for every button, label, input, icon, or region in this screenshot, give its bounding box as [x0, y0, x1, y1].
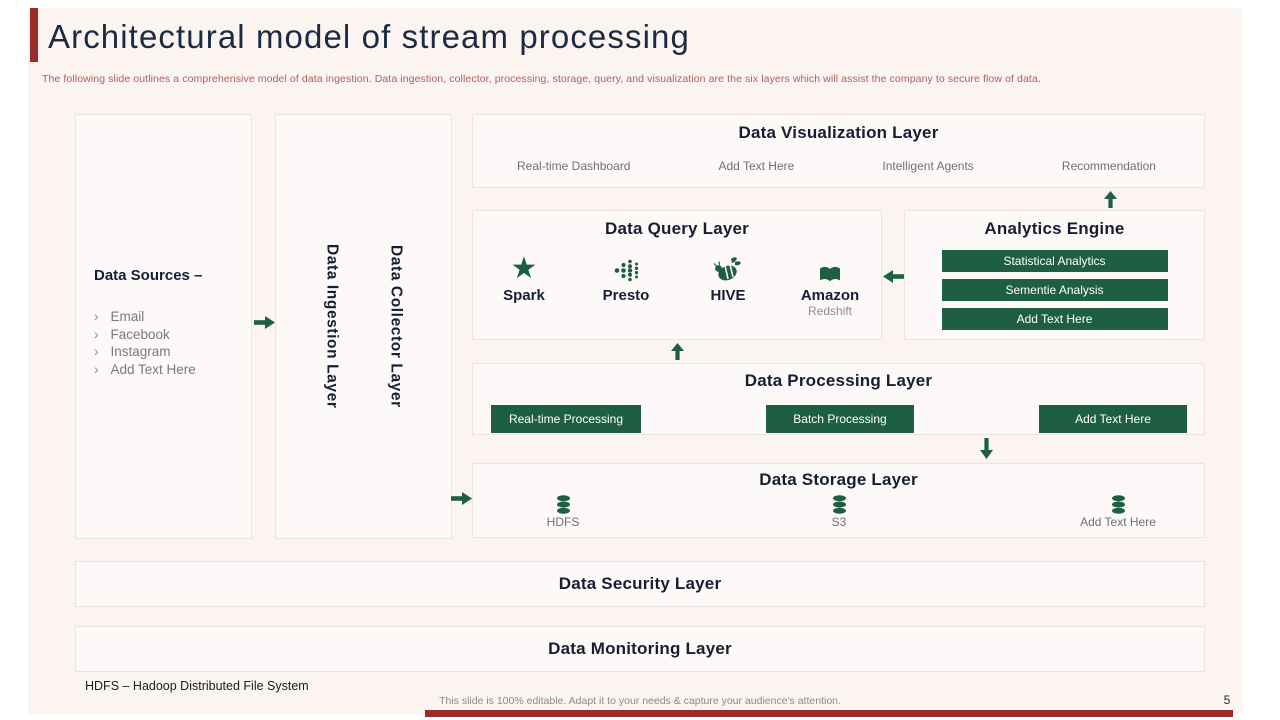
chevron-bullet-icon: › — [94, 326, 99, 342]
analytics-engine-box: Analytics Engine Statistical Analytics S… — [904, 210, 1205, 340]
query-tool-label: Amazon — [800, 287, 860, 304]
data-security-layer-title: Data Security Layer — [558, 574, 722, 593]
slide-title: Architectural model of stream processing — [48, 18, 690, 55]
data-query-layer-box: Data Query Layer ★ Spark Presto — [472, 210, 882, 340]
data-storage-layer-box: Data Storage Layer HDFS S3 Add Text Here — [472, 463, 1205, 538]
processing-button: Batch Processing — [766, 405, 914, 433]
query-tool-amazon-redshift: Amazon Redshift — [779, 248, 881, 318]
analytics-button: Sementie Analysis — [941, 279, 1168, 301]
arrow-down-icon — [980, 438, 993, 459]
data-collector-layer-label: Data Collector Layer — [387, 245, 405, 408]
storage-label: S3 — [831, 515, 847, 529]
storage-item-hdfs: HDFS — [493, 495, 633, 529]
storage-item-s3: S3 — [769, 495, 909, 529]
processing-button: Add Text Here — [1039, 405, 1187, 433]
title-accent-bar — [30, 8, 38, 62]
source-label: Facebook — [110, 326, 170, 342]
query-tool-hive: HIVE — [677, 248, 779, 318]
analytics-button: Add Text Here — [941, 308, 1168, 330]
arrow-right-icon — [254, 316, 275, 329]
footer-accent-bar — [425, 710, 1233, 717]
presto-dots-icon — [575, 248, 677, 284]
slide-subtitle: The following slide outlines a comprehen… — [42, 73, 1041, 85]
data-sources-box: Data Sources – › Email › Facebook › Inst… — [75, 114, 252, 539]
viz-item: Real-time Dashboard — [517, 159, 631, 173]
page-number: 5 — [1223, 693, 1231, 707]
data-sources-title: Data Sources – — [94, 267, 203, 284]
query-tool-spark: ★ Spark — [473, 248, 575, 318]
data-visualization-layer-box: Data Visualization Layer Real-time Dashb… — [472, 114, 1205, 188]
arrow-right-icon — [451, 492, 472, 505]
data-security-layer-box: Data Security Layer — [75, 561, 1205, 607]
processing-button: Real-time Processing — [491, 405, 641, 433]
viz-item: Add Text Here — [718, 159, 795, 173]
redshift-book-icon — [779, 248, 881, 284]
storage-label: HDFS — [546, 515, 580, 529]
query-tool-sublabel: Redshift — [807, 304, 853, 318]
ingestion-collector-box: Data Ingestion Layer Data Collector Laye… — [275, 114, 452, 539]
database-icon — [1048, 495, 1188, 514]
list-item: › Instagram — [94, 343, 241, 361]
data-visualization-layer-title: Data Visualization Layer — [738, 123, 939, 142]
chevron-bullet-icon: › — [94, 361, 99, 377]
storage-label: Add Text Here — [1080, 515, 1156, 529]
list-item: › Add Text Here — [94, 361, 241, 379]
database-icon — [493, 495, 633, 514]
data-processing-layer-title: Data Processing Layer — [744, 371, 933, 390]
chevron-bullet-icon: › — [94, 309, 99, 324]
arrow-up-icon — [671, 343, 684, 360]
data-query-layer-title: Data Query Layer — [605, 219, 749, 238]
query-tool-label: HIVE — [710, 287, 746, 304]
data-ingestion-layer-label: Data Ingestion Layer — [323, 244, 341, 409]
database-icon — [769, 495, 909, 514]
editable-disclaimer: This slide is 100% editable. Adapt it to… — [439, 695, 841, 707]
data-processing-layer-box: Data Processing Layer Real-time Processi… — [472, 363, 1205, 435]
storage-item-add-text: Add Text Here — [1048, 495, 1188, 529]
query-tool-label: Presto — [602, 287, 650, 304]
arrow-left-icon — [883, 270, 904, 283]
list-item: › Email — [94, 308, 241, 326]
source-label: Add Text Here — [110, 361, 196, 377]
data-monitoring-layer-title: Data Monitoring Layer — [548, 639, 732, 658]
query-tool-presto: Presto — [575, 248, 677, 318]
analytics-button: Statistical Analytics — [941, 250, 1168, 272]
data-storage-layer-title: Data Storage Layer — [759, 470, 918, 489]
arrow-up-icon — [1104, 191, 1117, 208]
hive-bee-icon — [677, 248, 779, 284]
list-item: › Facebook — [94, 326, 241, 344]
viz-item: Intelligent Agents — [882, 159, 974, 173]
chevron-bullet-icon: › — [94, 344, 99, 359]
source-label: Instagram — [110, 344, 171, 359]
source-label: Email — [110, 309, 145, 324]
query-tool-label: Spark — [503, 287, 545, 304]
data-monitoring-layer-box: Data Monitoring Layer — [75, 626, 1205, 672]
spark-star-icon: ★ — [510, 252, 538, 285]
hdfs-footnote: HDFS – Hadoop Distributed File System — [85, 679, 309, 693]
viz-item: Recommendation — [1061, 159, 1156, 173]
analytics-engine-title: Analytics Engine — [984, 219, 1125, 238]
